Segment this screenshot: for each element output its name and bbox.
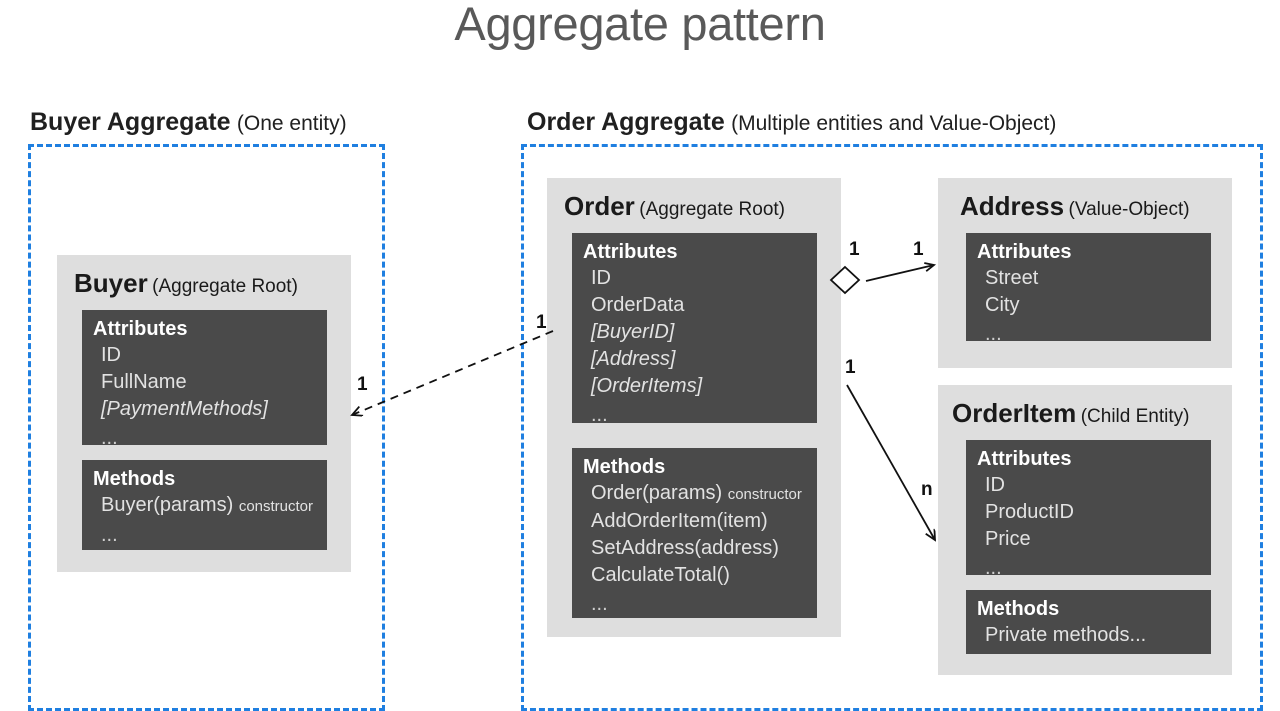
orderitem-method-item: Private methods... — [985, 624, 1147, 646]
page-title: Aggregate pattern — [454, 0, 826, 50]
order-methods-heading: Methods — [583, 456, 666, 478]
buyer-attributes-compartment: Attributes ID FullName [PaymentMethods] … — [82, 310, 327, 445]
multiplicity-order-to-buyer-target: 1 — [357, 374, 368, 395]
multiplicity-order-to-address-source: 1 — [849, 239, 860, 260]
buyer-aggregate-boundary — [28, 144, 385, 711]
entity-kind-order: (Aggregate Root) — [639, 199, 786, 220]
buyer-attribute-item: [PaymentMethods] — [101, 398, 268, 420]
buyer-methods-compartment: Methods Buyer(params) constructor ... — [82, 460, 327, 550]
address-attributes-compartment: Attributes Street City ... — [966, 233, 1211, 341]
order-attribute-item: [OrderItems] — [591, 375, 703, 397]
order-methods-compartment: Methods Order(params) constructor AddOrd… — [572, 448, 817, 618]
buyer-attribute-item: ID — [101, 344, 121, 366]
entity-title-orderitem: OrderItem (Child Entity) — [952, 398, 1189, 429]
order-attribute-item: ... — [591, 404, 608, 423]
entity-card-orderitem[interactable]: OrderItem (Child Entity) Attributes ID P… — [938, 385, 1232, 675]
buyer-method-signature: Buyer(params) — [101, 494, 234, 516]
buyer-attribute-item: FullName — [101, 371, 187, 393]
order-attribute-item: [Address] — [591, 348, 676, 370]
entity-kind-address: (Value-Object) — [1068, 199, 1190, 220]
multiplicity-order-to-orderitem-target: n — [921, 479, 933, 500]
order-aggregate-boundary — [521, 144, 1263, 711]
order-method-stereotype: constructor — [727, 486, 802, 503]
orderitem-attribute-item: ID — [985, 474, 1005, 496]
orderitem-attributes-compartment: Attributes ID ProductID Price ... — [966, 440, 1211, 575]
address-attribute-item: Street — [985, 267, 1039, 289]
entity-name-address: Address — [960, 191, 1065, 221]
entity-card-buyer[interactable]: Buyer (Aggregate Root) Attributes ID Ful… — [57, 255, 351, 572]
entity-name-orderitem: OrderItem — [952, 398, 1077, 428]
orderitem-attributes-heading: Attributes — [977, 448, 1072, 470]
entity-kind-orderitem: (Child Entity) — [1080, 406, 1190, 427]
order-method-item: AddOrderItem(item) — [591, 510, 768, 532]
order-method-item: ... — [591, 593, 608, 615]
order-aggregate-heading: Order Aggregate (Multiple entities and V… — [527, 108, 1056, 137]
buyer-method-stereotype: constructor — [238, 498, 314, 515]
buyer-attributes-heading: Attributes — [93, 318, 188, 340]
orderitem-methods-heading: Methods — [977, 598, 1060, 620]
order-attributes-heading: Attributes — [583, 241, 678, 263]
orderitem-methods-compartment: Methods Private methods... — [966, 590, 1211, 654]
order-aggregate-name: Order Aggregate — [527, 108, 725, 136]
buyer-aggregate-note: (One entity) — [236, 112, 347, 135]
multiplicity-order-to-orderitem-source: 1 — [845, 357, 856, 378]
buyer-aggregate-name: Buyer Aggregate — [30, 108, 231, 136]
order-method-item: Order(params) constructor — [572, 480, 817, 508]
entity-name-order: Order — [564, 191, 635, 221]
entity-title-buyer: Buyer (Aggregate Root) — [74, 268, 298, 299]
entity-kind-buyer: (Aggregate Root) — [152, 276, 298, 297]
address-attribute-item: City — [985, 294, 1020, 316]
order-aggregate-note: (Multiple entities and Value-Object) — [731, 112, 1057, 135]
entity-name-buyer: Buyer — [74, 268, 148, 298]
buyer-aggregate-heading: Buyer Aggregate (One entity) — [30, 108, 347, 137]
order-attributes-compartment: Attributes ID OrderData [BuyerID] [Addre… — [572, 233, 817, 423]
buyer-method-item: ... — [101, 524, 118, 546]
order-method-item: SetAddress(address) — [591, 537, 779, 559]
order-attribute-item: OrderData — [591, 294, 685, 316]
order-attribute-item: [BuyerID] — [591, 321, 675, 343]
order-method-signature: Order(params) — [591, 482, 723, 504]
buyer-methods-heading: Methods — [93, 468, 176, 490]
address-attribute-item: ... — [985, 323, 1002, 341]
order-attribute-item: ID — [591, 267, 611, 289]
address-attributes-heading: Attributes — [977, 241, 1072, 263]
orderitem-attribute-item: ... — [985, 557, 1002, 575]
entity-card-order[interactable]: Order (Aggregate Root) Attributes ID Ord… — [547, 178, 841, 637]
entity-title-order: Order (Aggregate Root) — [564, 191, 785, 222]
order-method-item: CalculateTotal() — [591, 564, 730, 586]
buyer-method-item: Buyer(params) constructor — [82, 492, 327, 520]
entity-card-address[interactable]: Address (Value-Object) Attributes Street… — [938, 178, 1232, 368]
multiplicity-order-to-buyer-source: 1 — [536, 312, 547, 333]
buyer-attribute-item: ... — [101, 427, 118, 445]
orderitem-attribute-item: Price — [985, 528, 1031, 550]
multiplicity-order-to-address-target: 1 — [913, 239, 924, 260]
entity-title-address: Address (Value-Object) — [960, 191, 1190, 222]
orderitem-attribute-item: ProductID — [985, 501, 1074, 523]
